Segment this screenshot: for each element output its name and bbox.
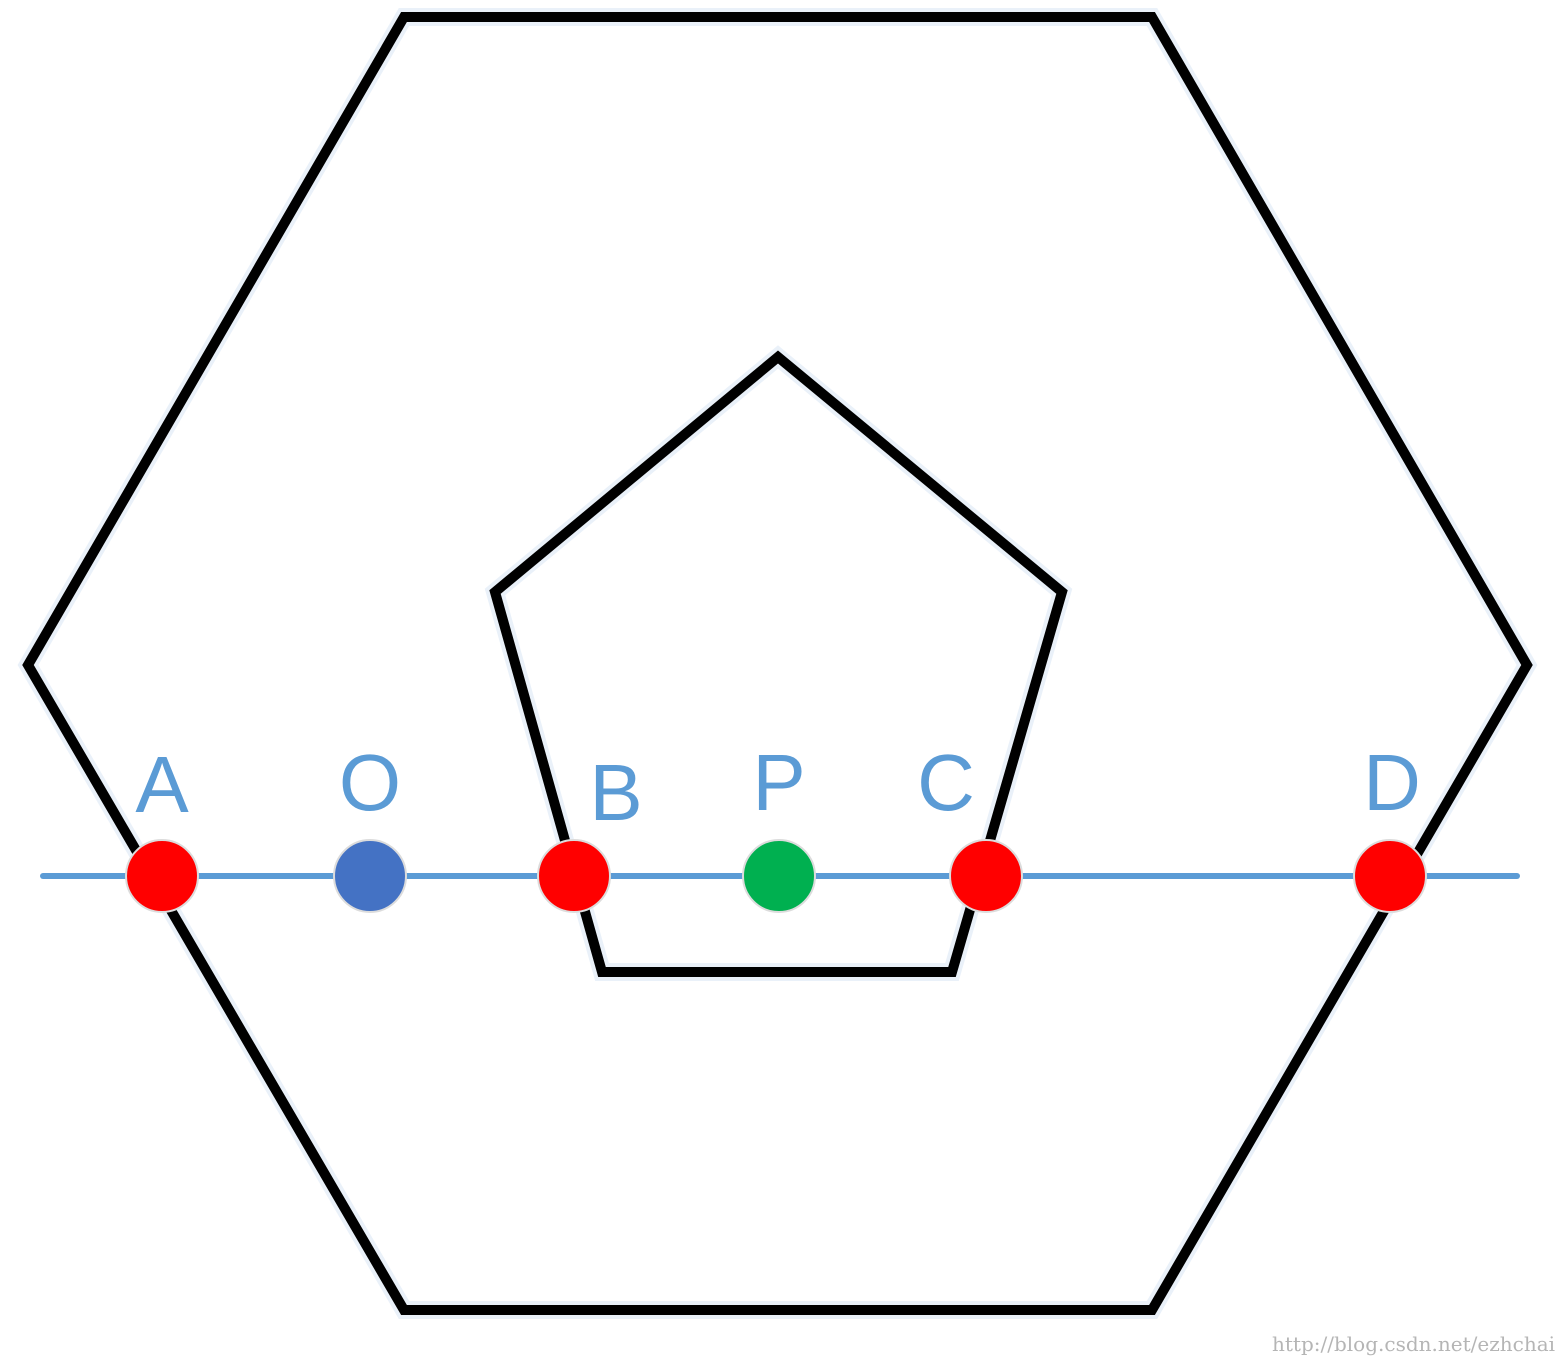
watermark: http://blog.csdn.net/ezhchai: [1272, 1332, 1555, 1356]
outer-hexagon: [22, 12, 1533, 1315]
intersection-point-b: [537, 839, 611, 913]
label-p: P: [752, 738, 805, 827]
intersection-point-c: [949, 839, 1023, 913]
intersection-point-a: [125, 839, 199, 913]
intersection-point-d: [1353, 839, 1427, 913]
label-c: C: [917, 738, 975, 827]
label-a: A: [135, 740, 189, 829]
origin-point-o: [333, 839, 407, 913]
test-point-p: [742, 839, 816, 913]
label-d: D: [1363, 738, 1421, 827]
label-b: B: [589, 748, 642, 837]
inner-pentagon: [489, 350, 1068, 977]
label-o: O: [339, 738, 401, 827]
